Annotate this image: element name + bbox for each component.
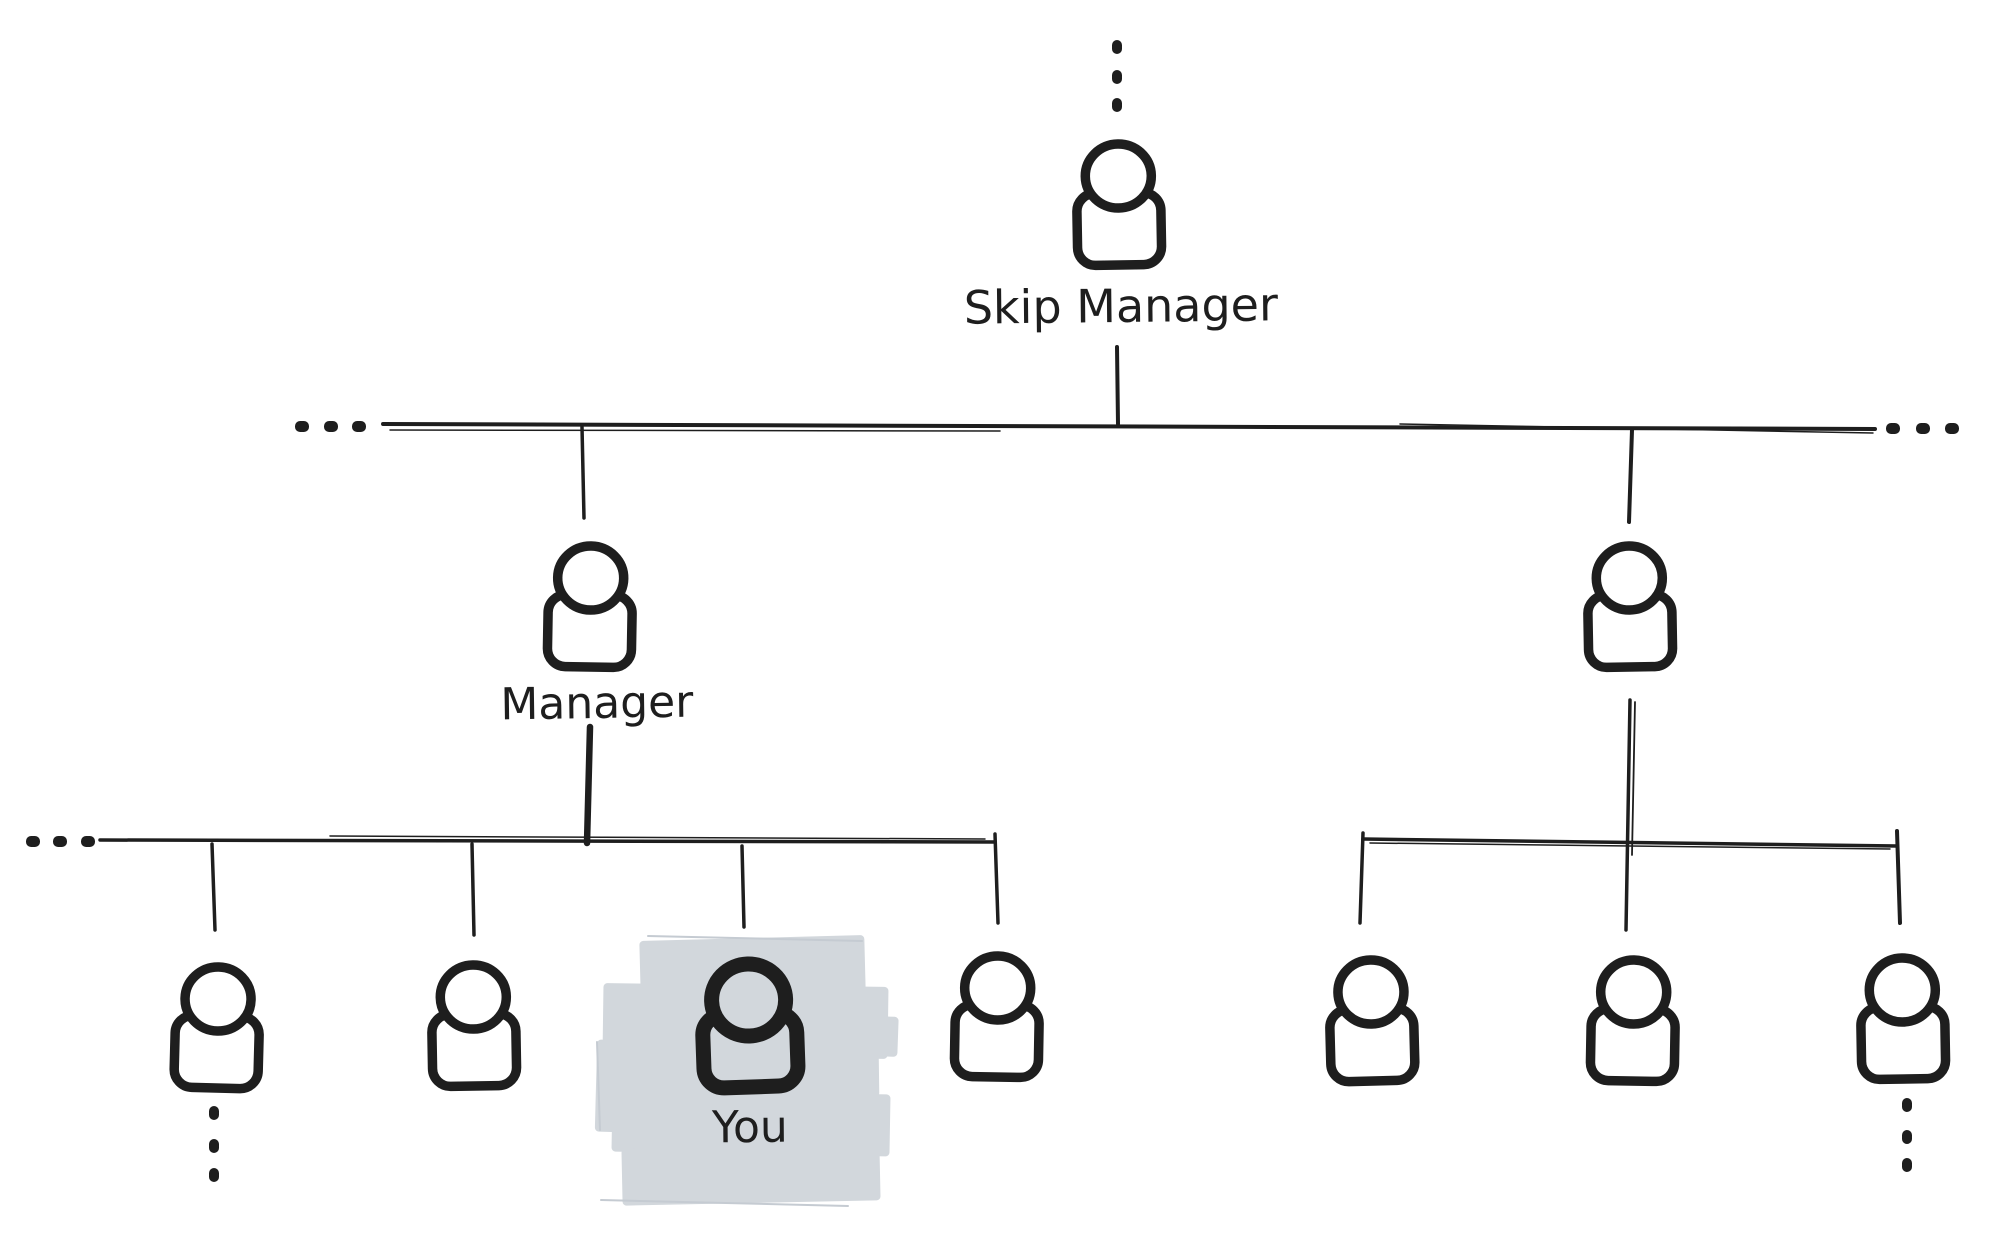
level1-bar-right-ellipsis (1886, 423, 1900, 434)
left-team-bar-echo-line (329, 835, 986, 840)
above-skip-manager-ellipsis (1112, 70, 1122, 84)
connector-lines (98, 345, 1902, 937)
below-peer-3-ellipsis (1902, 1130, 1912, 1144)
skip-manager-label: Skip Manager (964, 277, 1279, 334)
teammate-3-drop-line (993, 832, 1000, 925)
right-manager-up-drop-line (1627, 428, 1634, 524)
level1-bar-echo-left-line (389, 429, 1001, 432)
left-team-bar-left-ellipsis (26, 836, 40, 847)
person-node-manager (542, 541, 637, 673)
you-highlight-marker (594, 935, 899, 1207)
right-manager-down-drop-line (1624, 698, 1632, 932)
above-skip-manager-ellipsis (1112, 40, 1122, 54)
right-team-bar-line (1361, 837, 1899, 848)
highlight-edge-stroke (647, 935, 863, 942)
highlight-stroke (611, 1089, 891, 1157)
below-teammate-1-ellipsis (209, 1168, 219, 1182)
right-manager-head (1591, 541, 1668, 615)
below-peer-3-ellipsis (1902, 1098, 1912, 1112)
teammate-1-drop-line (210, 842, 217, 932)
you-label: You (711, 1102, 788, 1154)
above-skip-manager-ellipsis (1112, 98, 1122, 112)
ellipsis-dots (26, 40, 1959, 1182)
skip-manager-drop-line (1115, 345, 1120, 426)
peer-1-drop-line (1358, 831, 1365, 925)
teammate-3-head (959, 951, 1036, 1025)
right-team-bar-echo-line (1369, 842, 1891, 850)
person-node-teammate-3 (949, 951, 1044, 1083)
level1-bar-left-ellipsis (324, 421, 338, 432)
left-team-bar-line (98, 838, 997, 844)
level1-bar-right-ellipsis (1916, 423, 1930, 434)
left-team-bar-left-ellipsis (81, 836, 95, 847)
manager-up-drop-line (580, 425, 586, 520)
person-node-peer-2 (1585, 955, 1680, 1087)
peer-3-head (1864, 953, 1941, 1027)
skip-manager-head (1080, 139, 1157, 213)
peer-3-drop-line (1895, 829, 1902, 925)
person-node-peer-3 (1856, 953, 1951, 1085)
level1-bar-left-ellipsis (352, 421, 366, 432)
manager-head (552, 541, 629, 615)
level1-bar-right-ellipsis (1945, 423, 1959, 434)
below-peer-3-ellipsis (1902, 1158, 1912, 1172)
highlight-stroke (621, 1143, 881, 1206)
teammate-2-drop-line (470, 842, 476, 937)
manager-down-drop-line (583, 723, 594, 847)
person-node-teammate-1 (169, 962, 264, 1094)
highlight-edge-stroke (600, 1199, 849, 1207)
person-node-peer-1 (1325, 955, 1420, 1087)
teammate-1-head (180, 962, 256, 1036)
peer-1-head (1333, 955, 1409, 1029)
teammate-2-head (435, 960, 512, 1034)
level1-bar-echo-right-line (1399, 423, 1874, 434)
left-team-bar-left-ellipsis (53, 836, 67, 847)
highlight-edge-stroke (596, 1041, 601, 1131)
right-manager-down-echo-line (1631, 701, 1636, 856)
peer-2-head (1595, 955, 1672, 1029)
level1-bar-left-ellipsis (295, 421, 309, 432)
person-node-right-manager (1583, 541, 1678, 673)
highlight-stroke (844, 1015, 899, 1057)
person-node-skip-manager (1072, 139, 1167, 271)
person-node-teammate-2 (427, 960, 522, 1092)
manager-label: Manager (500, 677, 694, 731)
you-head (704, 956, 794, 1044)
below-teammate-1-ellipsis (209, 1106, 219, 1120)
below-teammate-1-ellipsis (209, 1139, 219, 1153)
person-node-you (695, 956, 806, 1096)
you-drop-line (740, 844, 746, 929)
